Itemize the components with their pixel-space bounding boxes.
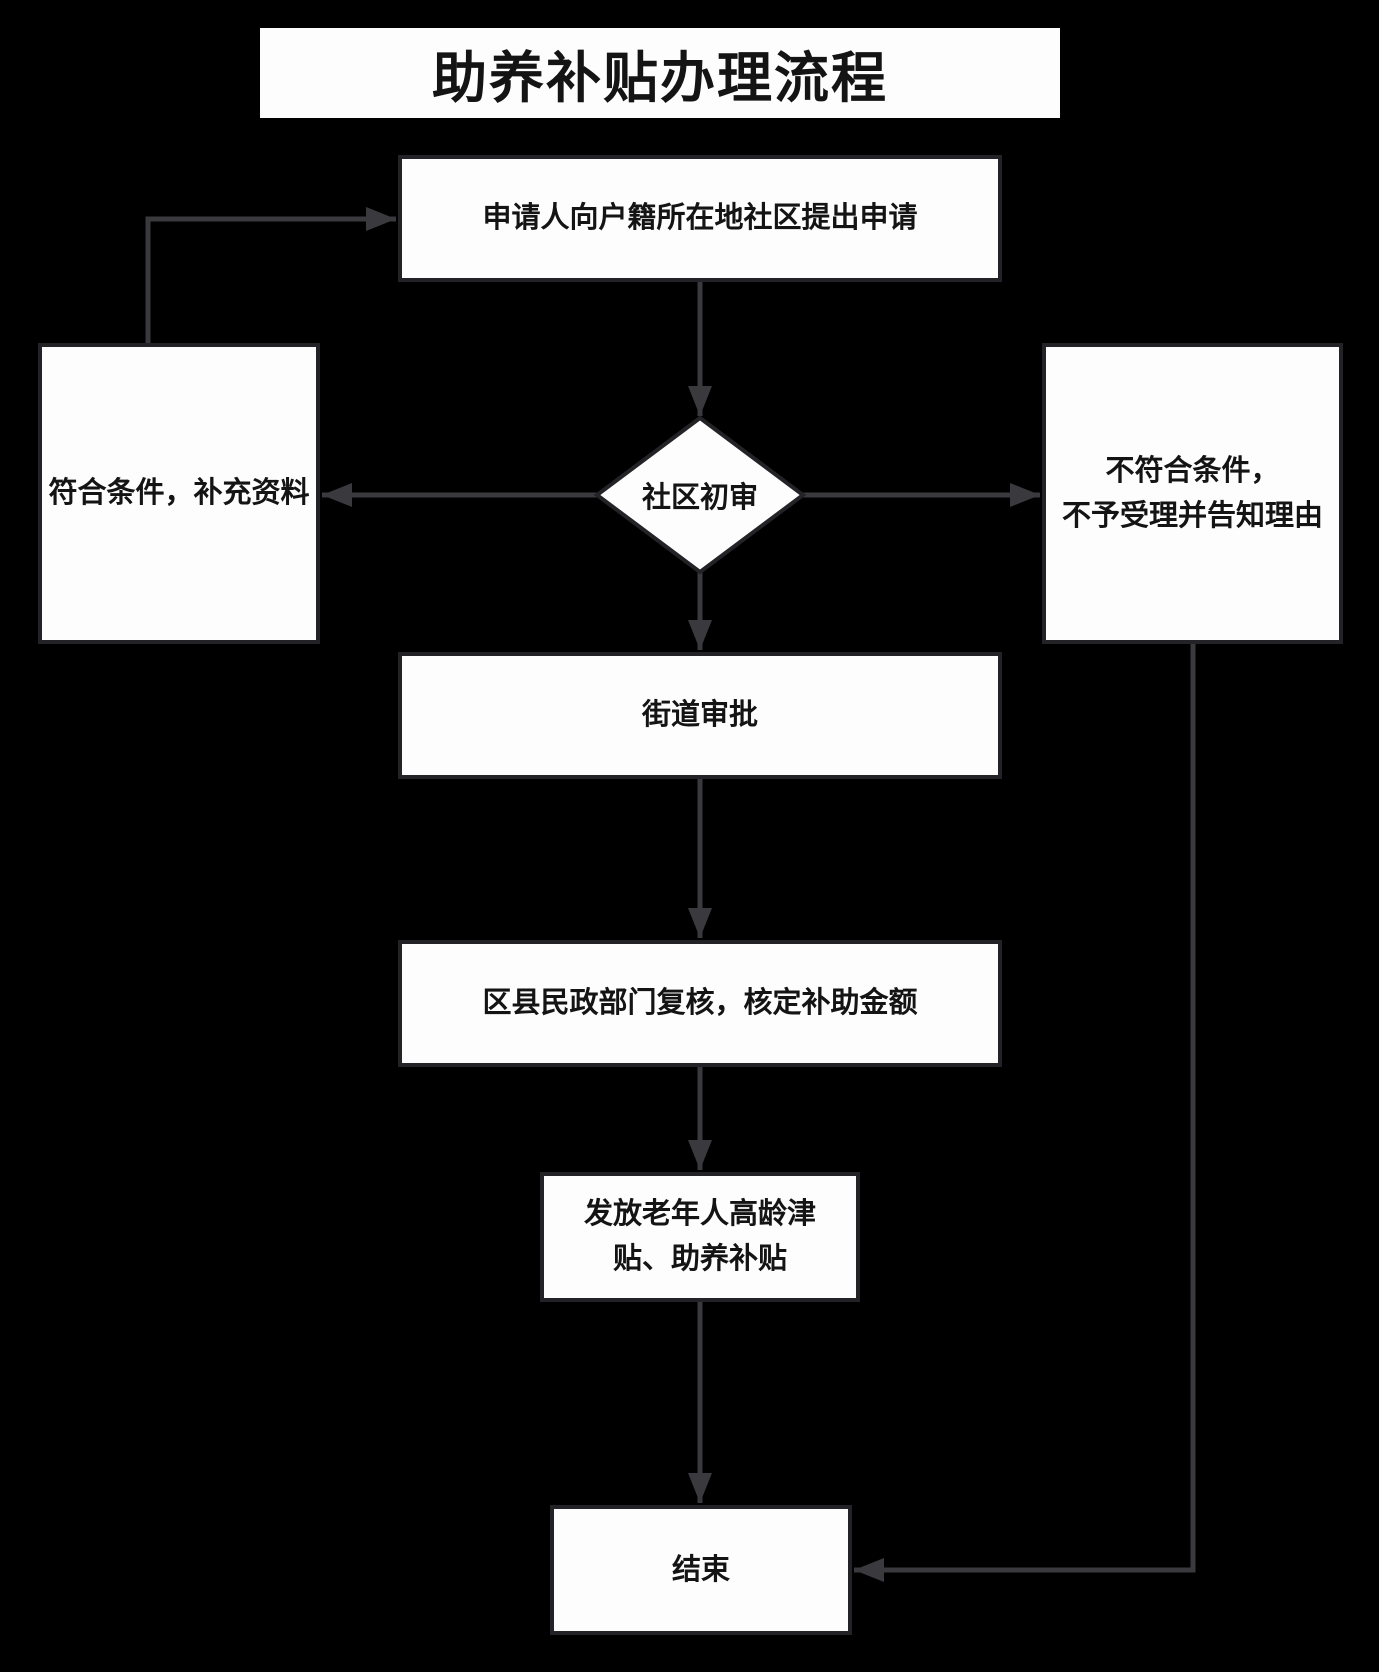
node-supplement-label: 符合条件，补充资料 <box>48 477 310 510</box>
node-supplement: 符合条件，补充资料 <box>38 343 320 644</box>
node-street-approval: 街道审批 <box>398 652 1002 779</box>
arrow-supplement-to-apply <box>145 207 396 343</box>
node-end: 结束 <box>550 1505 852 1635</box>
node-apply: 申请人向户籍所在地社区提出申请 <box>398 155 1002 282</box>
node-reject-line1: 不符合条件， <box>1105 454 1280 487</box>
node-issue-subsidy-line1: 发放老年人高龄津 <box>583 1198 816 1231</box>
node-community-review-label: 社区初审 <box>641 482 758 514</box>
node-community-review: 社区初审 <box>597 418 803 572</box>
node-reject: 不符合条件， 不予受理并告知理由 <box>1042 343 1343 644</box>
node-reject-line2: 不予受理并告知理由 <box>1061 499 1323 532</box>
flowchart-title: 助养补贴办理流程 <box>260 28 1060 118</box>
node-county-review-label: 区县民政部门复核，核定补助金额 <box>482 987 918 1020</box>
arrow-reject-to-end <box>854 644 1196 1582</box>
node-apply-label: 申请人向户籍所在地社区提出申请 <box>482 202 918 235</box>
node-issue-subsidy-line2: 贴、助养补贴 <box>612 1243 787 1275</box>
flowchart-title-text: 助养补贴办理流程 <box>431 47 888 109</box>
node-street-approval-label: 街道审批 <box>641 699 758 732</box>
node-county-review: 区县民政部门复核，核定补助金额 <box>398 940 1002 1067</box>
node-issue-subsidy: 发放老年人高龄津 贴、助养补贴 <box>540 1172 860 1302</box>
node-end-label: 结束 <box>671 1553 730 1586</box>
